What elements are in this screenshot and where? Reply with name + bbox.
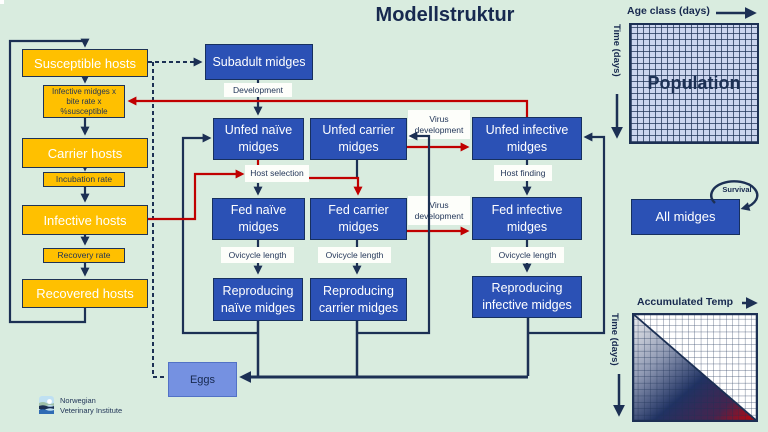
time-axis-label-temp: Time (days) bbox=[609, 313, 620, 366]
accumulated-temp-axis-label: Accumulated Temp bbox=[637, 296, 734, 308]
box-reproducing-carrier-midges: Reproducing carrier midges bbox=[310, 278, 407, 321]
box-eggs: Eggs bbox=[168, 362, 237, 397]
box-infective-hosts: Infective hosts bbox=[22, 205, 148, 235]
box-all-midges: All midges bbox=[631, 199, 740, 235]
label-virus-development-fed: Virus development bbox=[408, 196, 470, 225]
label-ovicycle-length-infective: Ovicycle length bbox=[491, 247, 564, 263]
label-host-selection: Host selection bbox=[245, 165, 309, 182]
logo-line2: Veterinary Institute bbox=[60, 406, 123, 416]
box-carrier-hosts: Carrier hosts bbox=[22, 138, 148, 168]
box-unfed-naive-midges: Unfed naïve midges bbox=[213, 118, 304, 160]
box-unfed-infective-midges: Unfed infective midges bbox=[472, 117, 582, 160]
age-class-axis-label: Age class (days) bbox=[627, 5, 710, 17]
label-ovicycle-length-carrier: Ovicycle length bbox=[318, 247, 391, 263]
box-fed-infective-midges: Fed infective midges bbox=[472, 197, 582, 240]
box-recovery-rate: Recovery rate bbox=[43, 248, 125, 263]
box-transmission-rate: Infective midges x bite rate x %suscepti… bbox=[43, 85, 125, 118]
label-development: Development bbox=[224, 83, 292, 97]
page-title: Modellstruktur bbox=[375, 4, 515, 26]
label-host-finding: Host finding bbox=[494, 165, 552, 181]
label-virus-development-unfed: Virus development bbox=[408, 110, 470, 139]
box-fed-carrier-midges: Fed carrier midges bbox=[310, 198, 407, 240]
time-axis-label-population: Time (days) bbox=[611, 24, 622, 77]
box-unfed-carrier-midges: Unfed carrier midges bbox=[310, 118, 407, 160]
survival-loop-label: Survival bbox=[722, 185, 752, 194]
accumulated-temp-chart bbox=[632, 313, 758, 422]
box-reproducing-infective-midges: Reproducing infective midges bbox=[472, 276, 582, 318]
box-subadult-midges: Subadult midges bbox=[205, 44, 313, 80]
slide-corner-artifact bbox=[0, 0, 4, 4]
box-reproducing-naive-midges: Reproducing naïve midges bbox=[213, 278, 303, 321]
label-ovicycle-length-naive: Ovicycle length bbox=[221, 247, 294, 263]
box-fed-naive-midges: Fed naïve midges bbox=[212, 198, 305, 240]
population-grid: Population bbox=[629, 23, 759, 144]
logo-line1: Norwegian bbox=[60, 396, 96, 405]
population-grid-label: Population bbox=[647, 73, 741, 93]
veterinary-institute-logo-icon bbox=[39, 396, 54, 414]
box-incubation-rate: Incubation rate bbox=[43, 172, 125, 187]
box-recovered-hosts: Recovered hosts bbox=[22, 279, 148, 308]
veterinary-institute-logo-text: Norwegian Veterinary Institute bbox=[60, 396, 122, 416]
box-susceptible-hosts: Susceptible hosts bbox=[22, 49, 148, 77]
